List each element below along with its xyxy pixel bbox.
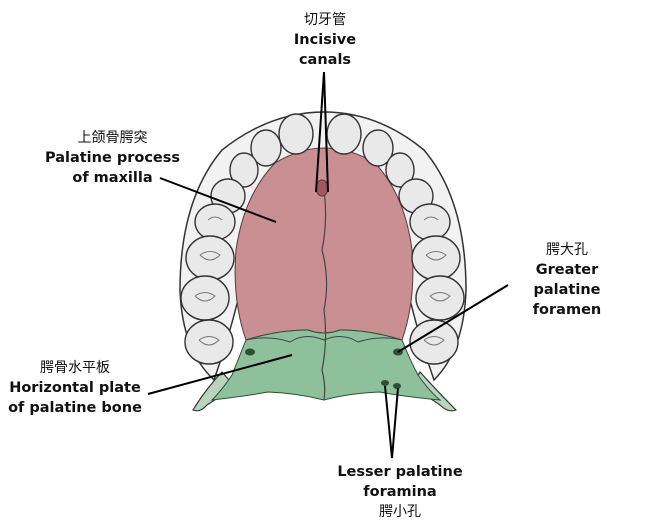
incisive-fossa — [315, 179, 329, 197]
lesser-palatine-foramen-2 — [393, 383, 401, 389]
incisive-en-line1: Incisive — [293, 32, 357, 48]
tooth-details — [194, 216, 451, 346]
lesser-en-line2: foramina — [363, 484, 437, 500]
teeth-right — [326, 113, 465, 365]
median-suture — [321, 189, 328, 401]
incisive-zh: 切牙管 — [304, 12, 346, 28]
greater-en-line2: foramen — [532, 302, 602, 318]
palatine-process-en-line1: Palatine process — [44, 150, 181, 166]
lesser-en-line1: Lesser palatine — [337, 464, 463, 480]
horizontal-en-line2: of palatine bone — [8, 400, 142, 416]
label-incisive-canals: 切牙管 Incisive canals — [270, 10, 380, 70]
palatine-process-zh: 上颌骨腭突 — [77, 130, 148, 146]
greater-palatine-foramen-left — [245, 348, 255, 356]
label-greater-palatine-foramen: 腭大孔 Greater palatine foramen — [502, 240, 632, 320]
lesser-palatine-foramen-1 — [381, 380, 389, 386]
horizontal-zh: 腭骨水平板 — [40, 360, 110, 376]
incisive-en-line2: canals — [298, 52, 352, 68]
transverse-suture — [245, 336, 403, 343]
label-palatine-process: 上颌骨腭突 Palatine process of maxilla — [20, 128, 205, 188]
leader-lines — [147, 71, 509, 459]
label-lesser-palatine-foramina: Lesser palatine foramina 腭小孔 — [330, 462, 470, 522]
teeth-left — [180, 113, 314, 365]
palatine-process-en-line2: of maxilla — [72, 170, 153, 186]
lesser-zh: 腭小孔 — [379, 504, 421, 520]
greater-zh: 腭大孔 — [546, 242, 588, 258]
greater-en-line1: Greater palatine — [533, 262, 601, 298]
label-horizontal-plate: 腭骨水平板 Horizontal plate of palatine bone — [5, 358, 145, 418]
horizontal-en-line1: Horizontal plate — [9, 380, 141, 396]
